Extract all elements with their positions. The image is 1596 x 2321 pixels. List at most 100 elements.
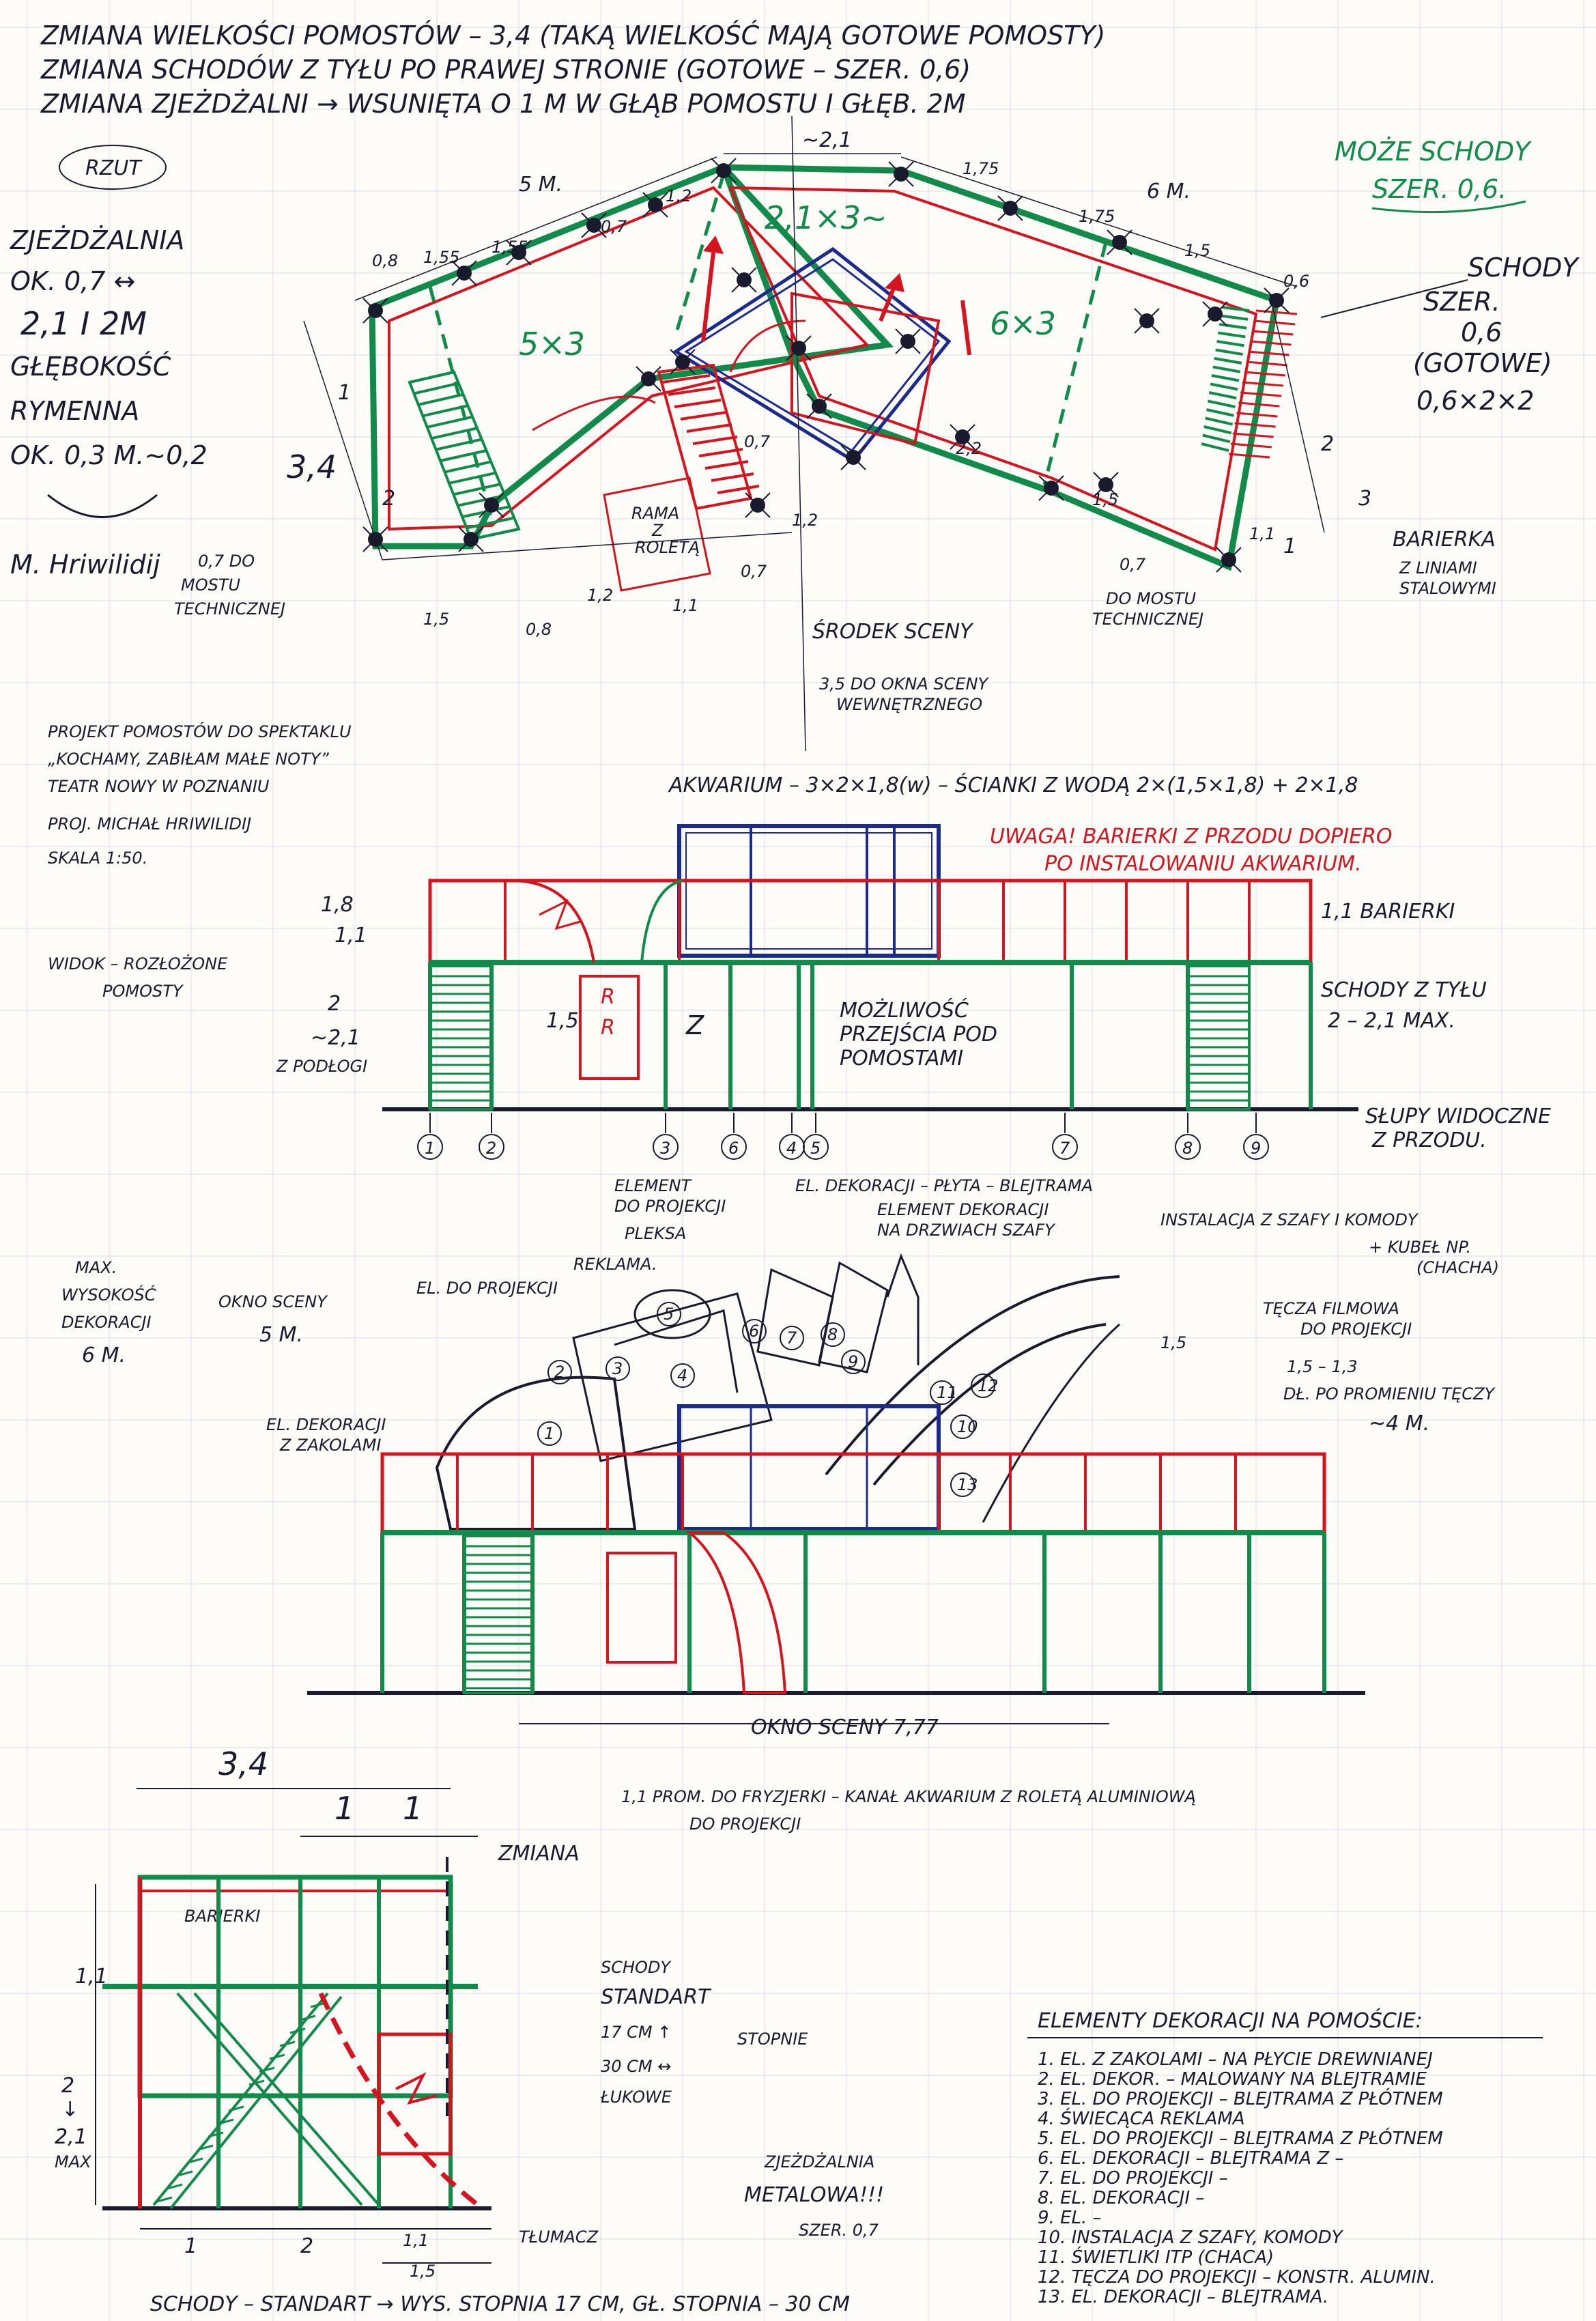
stairs-right-tread — [1212, 365, 1241, 373]
dim-22: 2,2 — [956, 439, 982, 458]
dim-155: 1,55 — [423, 248, 459, 267]
decor-tower — [886, 1253, 920, 1365]
elev-left-note-1: WIDOK – ROZŁOŻONE — [48, 954, 228, 973]
joint-cross — [1134, 308, 1160, 334]
schody-note-5: 0,6×2×2 — [1416, 386, 1534, 416]
column-marker-label: 8 — [1182, 1139, 1193, 1158]
dim-11-bottom: 1,1 — [672, 596, 698, 615]
sec-columns — [138, 1877, 453, 2208]
red-arrow-2 — [879, 285, 896, 322]
sec-stair-stringer-2 — [169, 1995, 343, 2210]
barierka-note-1: BARIERKA — [1393, 528, 1496, 552]
decor-panel-3 — [572, 1292, 773, 1462]
plan-left-note-5: RYMENNA — [10, 396, 139, 426]
stopnie-2: STOPNIE — [737, 2030, 808, 2049]
slide-hatch-line — [674, 399, 722, 408]
decor-door — [606, 1552, 677, 1664]
elev-slide-curve — [511, 879, 595, 963]
elev-barierki: 1,1 BARIERKI — [1321, 900, 1455, 924]
mozliwosc-2: PRZEJŚCIA POD — [840, 1021, 997, 1046]
plan-dimension-lines — [303, 115, 1325, 752]
stairs-right-tread — [1202, 433, 1231, 444]
plan-left-note-6: OK. 0,3 M.~0,2 — [10, 440, 208, 470]
stairs-right-red-tread — [1248, 350, 1289, 356]
dim-07-bottom: 0,7 — [741, 562, 767, 581]
elements-list-item: 7. EL. DO PROJEKCJI – — [1038, 2168, 1228, 2189]
joint-cross — [806, 393, 832, 419]
circled-number-label: 4 — [677, 1366, 687, 1385]
stairs-right-tread — [1214, 357, 1242, 365]
sec-stairs — [152, 1992, 380, 2210]
stairs-right-tread — [1203, 425, 1232, 435]
ramp-label-1: RAMA — [631, 504, 679, 523]
okno-sceny-1: OKNO SCENY — [218, 1292, 328, 1311]
distance-note-1: 3,5 DO OKNA SCENY — [819, 674, 990, 694]
stairs-right-tread — [1206, 408, 1234, 417]
decor-railing — [380, 1452, 1326, 1535]
max-note-4: 6 M. — [82, 1343, 126, 1367]
note-bottom-left-3: TECHNICZNEJ — [174, 599, 285, 618]
module-5x3: 5×3 — [519, 326, 585, 362]
dim-6m: 6 M. — [1147, 180, 1191, 203]
elements-list-item: 1. EL. Z ZAKOLAMI – NA PŁYCIE DREWNIANEJ — [1038, 2049, 1433, 2070]
sec-d-1b: 1 — [403, 1790, 423, 1827]
tecza-2: DO PROJEKCJI — [1300, 1320, 1412, 1339]
distance-note-2: WEWNĘTRZNEGO — [836, 695, 982, 714]
elev-d-11: 1,1 — [334, 924, 367, 948]
column-marker-ring — [1052, 1134, 1078, 1160]
project-title-4: PROJ. MICHAŁ HRIWILIDIJ — [48, 814, 251, 834]
okno-sceny-2: 5 M. — [259, 1323, 303, 1347]
elements-list-item: 11. ŚWIETLIKI ITP (CHACA) — [1038, 2246, 1274, 2268]
ramp-box — [603, 476, 711, 592]
element-do-projekcji-2: DO PROJEKCJI — [614, 1197, 726, 1216]
circled-number-label: 12 — [978, 1376, 999, 1395]
z-podlogi: Z PODŁOGI — [276, 1057, 367, 1076]
sec-slide-zigzag — [395, 2072, 438, 2105]
elev-railing-posts — [504, 881, 1251, 963]
elements-list-item: 5. EL. DO PROJEKCJI – BLEJTRAMA Z PŁÓTNE… — [1038, 2127, 1443, 2149]
rr-2: R — [601, 1016, 615, 1040]
circled-number-ring — [670, 1363, 695, 1388]
stairs-right-red-tread — [1254, 319, 1296, 326]
elev-d-18: 1,8 — [321, 893, 354, 917]
z-label: Z — [685, 1010, 704, 1040]
elev-d-15: 1,5 — [546, 1009, 579, 1033]
note-bottom-right-1: 0,7 — [1120, 555, 1146, 574]
element-dekoracji-2: NA DRZWIACH SZAFY — [877, 1221, 1056, 1240]
column-marker-label: 4 — [786, 1139, 797, 1158]
circled-number-label: 9 — [848, 1352, 858, 1371]
rotation-arrow — [47, 494, 158, 518]
project-title-2: „KOCHAMY, ZABIŁAM MAŁE NOTY” — [48, 750, 329, 769]
sec-d-11b: 1,1 — [403, 2231, 429, 2250]
stairs-right-tread — [1210, 382, 1238, 391]
decor-stairs-frame — [463, 1535, 534, 1694]
joint-cross — [888, 161, 914, 187]
stairs-right-red-tread — [1246, 360, 1287, 367]
max-note-3: DEKORACJI — [61, 1313, 152, 1332]
rr-1: R — [601, 985, 615, 1009]
elements-list-item: 10. INSTALACJA Z SZAFY, KOMODY — [1038, 2227, 1344, 2248]
sec-d-2-3: 2,1 — [55, 2125, 87, 2149]
schody-note-1: SCHODY — [1468, 253, 1580, 283]
joint-cross — [1264, 287, 1289, 313]
elements-list-item: 3. EL. DO PROJEKCJI – BLEJTRAMA Z PŁÓTNE… — [1038, 2088, 1443, 2109]
stairs-right-tread — [1216, 340, 1244, 347]
plan-axis-1 — [428, 286, 494, 519]
project-title-3: TEATR NOWY W POZNANIU — [48, 777, 270, 796]
red-arrow-1 — [701, 252, 715, 342]
max-note-1: MAX. — [75, 1258, 117, 1277]
note-bottom-left-1: 0,7 DO — [198, 552, 255, 571]
stairs-left-plan — [408, 370, 521, 541]
joint-cross — [1107, 229, 1132, 255]
plan-left-note-3: 2,1 I 2M — [20, 305, 147, 342]
plan-axis-3 — [1042, 242, 1108, 485]
stairs-right-tread — [1218, 331, 1246, 339]
circled-number-label: 5 — [664, 1305, 674, 1324]
joint-cross — [670, 349, 696, 375]
module-6x3: 6×3 — [990, 305, 1056, 342]
sec-d-11: 1,1 — [75, 1965, 108, 1989]
elements-list-items: 1. EL. Z ZAKOLAMI – NA PŁYCIE DREWNIANEJ… — [1038, 2049, 1443, 2307]
stairs-left-tread — [453, 483, 501, 496]
column-marker-label: 1 — [425, 1139, 435, 1158]
